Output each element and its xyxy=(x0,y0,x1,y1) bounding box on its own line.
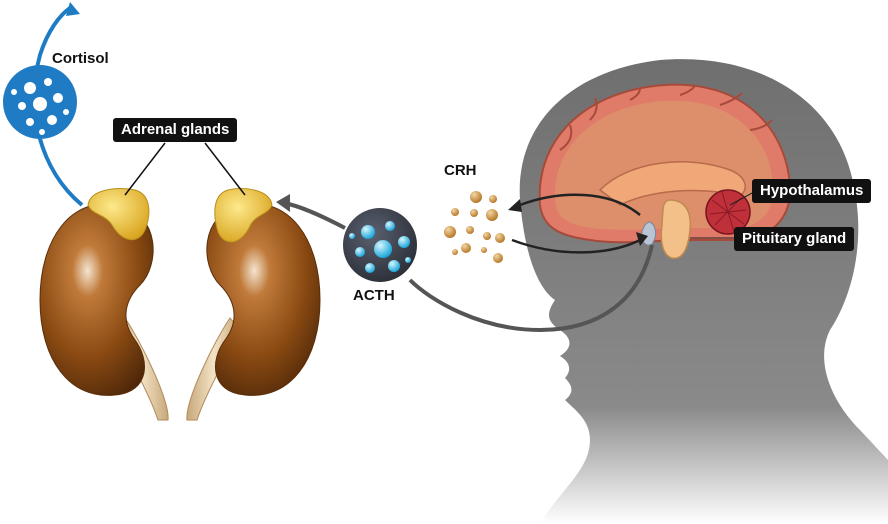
crh-label: CRH xyxy=(444,162,477,179)
crh-to-pituitary-arrowhead xyxy=(636,232,648,246)
crh-to-pituitary-arrow xyxy=(511,238,641,254)
hypothalamus-to-crh-arrowhead xyxy=(508,199,522,212)
crh-molecules xyxy=(444,191,505,263)
pituitary-gland-label: Pituitary gland xyxy=(734,227,855,251)
hypothalamus-pointer xyxy=(729,191,755,206)
adrenal-pointer-right xyxy=(204,142,246,196)
adrenal-pointer-left xyxy=(124,142,166,196)
pituitary-to-acth-arrow xyxy=(408,244,654,333)
cortisol-label: Cortisol xyxy=(52,50,109,67)
kidney-left xyxy=(39,203,169,421)
hypothalamus-label: Hypothalamus xyxy=(752,179,872,203)
hypothalamus-to-crh-arrow xyxy=(519,193,641,216)
acth-bubble xyxy=(343,208,417,282)
adrenal-gland-left xyxy=(87,188,150,240)
acth-label: ACTH xyxy=(353,287,395,304)
brain xyxy=(538,83,792,259)
cortisol-bubble xyxy=(3,65,77,139)
acth-to-adrenal-arrowhead xyxy=(276,194,290,212)
adrenal-glands-label: Adrenal glands xyxy=(113,118,238,142)
kidney-right xyxy=(186,203,321,421)
adrenal-gland-right xyxy=(214,188,273,243)
